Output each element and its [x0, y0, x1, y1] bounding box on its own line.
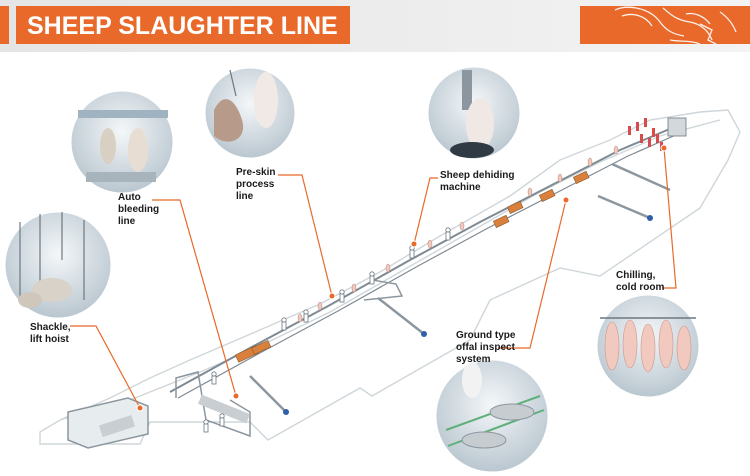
label-shackle-lift-hoist: Shackle, lift hoist — [30, 322, 73, 345]
platform-3 — [492, 214, 510, 228]
leader-shackle — [70, 325, 141, 409]
return-conveyor — [363, 279, 404, 301]
header-left-accent-bar — [0, 6, 9, 44]
side-conveyors — [249, 162, 671, 415]
shackle-loop-area — [67, 371, 251, 449]
photo-ground-type-offal-inspect-system — [433, 357, 551, 475]
leader-lines — [70, 144, 677, 412]
photo-chilling-cold-room — [594, 292, 702, 400]
line-figures — [203, 145, 619, 433]
goat-logo-icon — [614, 6, 737, 45]
label-ground-type-offal-inspect-system: Ground type offal inspect system — [456, 330, 518, 365]
label-chilling-cold-room: Chilling, cold room — [616, 270, 664, 293]
cold-room-cabinet — [667, 117, 687, 137]
shackle-platform — [98, 415, 136, 437]
label-auto-bleeding-line: Auto bleeding line — [118, 192, 162, 227]
leader-dehiding — [413, 177, 438, 245]
leader-bleeding — [152, 199, 237, 397]
worker-figures — [203, 227, 451, 433]
preskin-side-conveyor — [377, 297, 425, 335]
header-right-accent-bar — [580, 6, 750, 44]
bleeding-trough — [198, 394, 250, 424]
platform-5 — [538, 188, 556, 202]
photo-pre-skin-process-line — [202, 65, 298, 161]
header-title-panel — [16, 6, 350, 44]
cold-room-carcasses — [628, 118, 663, 151]
leader-chilling — [662, 147, 677, 289]
dehiding-side-conveyor-1 — [597, 194, 651, 220]
header: SHEEP SLAUGHTER LINE — [0, 0, 750, 52]
platform-6 — [572, 170, 590, 184]
photo-shackle-lift-hoist — [2, 209, 114, 321]
bleeding-side-conveyor — [249, 375, 287, 413]
label-pre-skin-process-line: Pre-skin process line — [236, 167, 278, 202]
photo-auto-bleeding-line — [68, 88, 176, 196]
conveyor-end-blue-2 — [421, 331, 427, 337]
platform-2 — [251, 340, 272, 355]
leader-offal — [498, 199, 567, 349]
work-platforms — [234, 170, 590, 363]
hanging-carcasses — [297, 145, 619, 323]
floor-outline-path — [39, 109, 741, 445]
overhead-rail-secondary — [177, 133, 679, 399]
leader-preskin — [278, 174, 333, 297]
label-sheep-dehiding-machine: Sheep dehiding machine — [440, 170, 517, 193]
overhead-rail — [169, 127, 673, 393]
conveyor-end-blue-1 — [283, 409, 289, 415]
dehiding-side-conveyor-2 — [611, 162, 671, 192]
conveyor-end-blue-3 — [647, 215, 653, 221]
photo-sheep-dehiding-machine — [425, 64, 523, 162]
platform-4 — [506, 200, 524, 214]
page-title: SHEEP SLAUGHTER LINE — [27, 12, 338, 40]
station-labels: Shackle, lift hoist Auto bleeding line P… — [30, 167, 664, 365]
main-conveyor — [169, 127, 679, 399]
